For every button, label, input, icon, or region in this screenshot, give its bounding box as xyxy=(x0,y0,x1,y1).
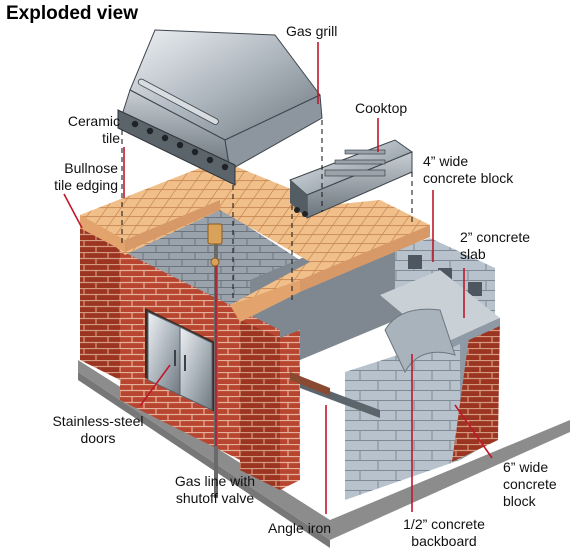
middle-brick-column xyxy=(240,320,280,490)
left-brick-wall xyxy=(80,225,120,380)
diagram-title: Exploded view xyxy=(6,3,138,24)
stainless-doors xyxy=(147,311,213,411)
label-half-inch-concrete-backboard: 1/2” concrete backboard xyxy=(403,516,485,549)
gas-grill-unit xyxy=(117,29,323,186)
bullnose-edge xyxy=(80,215,125,252)
label-bullnose-tile-edging: Bullnose tile edging xyxy=(54,160,118,193)
guide-lines xyxy=(121,120,413,300)
label-gas-grill: Gas grill xyxy=(286,23,338,39)
right-block-wall xyxy=(345,335,460,500)
label-stainless-steel-doors: Stainless-steel doors xyxy=(52,413,144,446)
label-ceramic-tile: Ceramic tile xyxy=(67,113,120,146)
concrete-backboard xyxy=(384,308,456,374)
leader-lines xyxy=(63,42,493,514)
label-cooktop: Cooktop xyxy=(355,100,408,116)
angle-iron-left xyxy=(290,372,330,396)
label-angle-iron: Angle iron xyxy=(268,520,332,536)
ceramic-tile-counter xyxy=(80,160,430,320)
label-4in-concrete-block: 4” wide concrete block xyxy=(423,153,514,186)
concrete-slab xyxy=(380,270,500,345)
end-brick-wall xyxy=(452,318,500,462)
label-2in-concrete-slab: 2” concrete slab xyxy=(460,229,531,262)
label-6in-concrete-block: 6” wide concrete block xyxy=(503,459,557,509)
label-gas-line-shutoff-valve: Gas line with shutoff valve xyxy=(174,473,256,506)
